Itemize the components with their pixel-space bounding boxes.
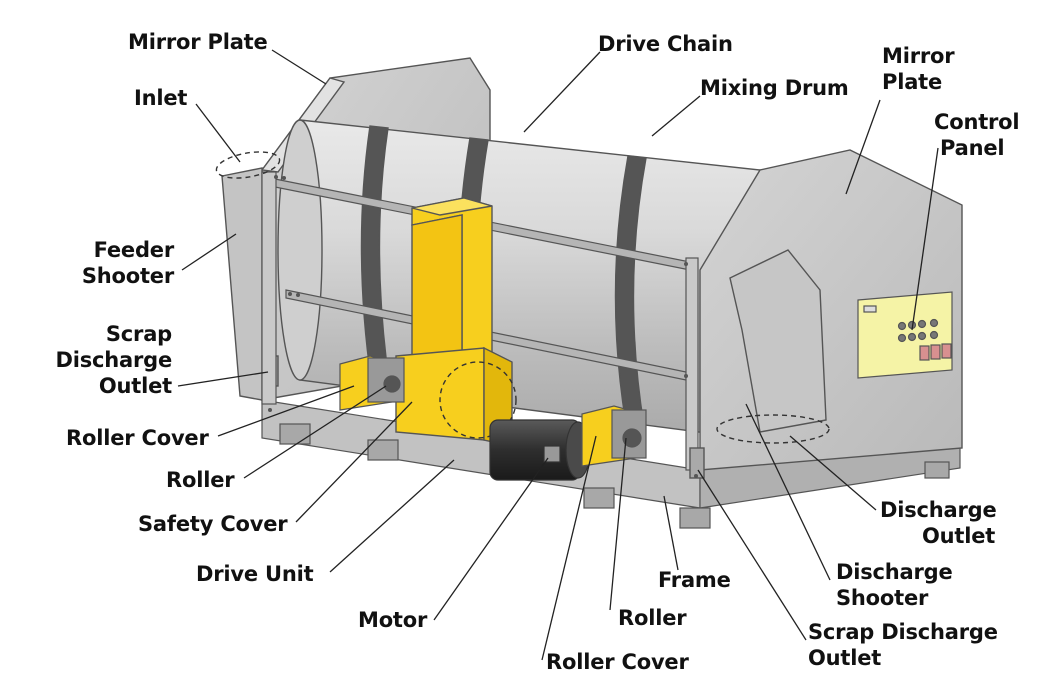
label-roller-cover-left: Roller Cover bbox=[66, 426, 209, 450]
motor bbox=[489, 419, 591, 481]
label-discharge-shooter-2: Shooter bbox=[836, 586, 929, 610]
label-control-panel-1: Control bbox=[934, 110, 1020, 134]
label-roller-cover-bottom: Roller Cover bbox=[546, 650, 689, 674]
label-motor: Motor bbox=[358, 608, 428, 632]
label-mirror-plate-left: Mirror Plate bbox=[128, 30, 268, 54]
label-mirror-plate-right-1: Mirror bbox=[882, 44, 955, 68]
label-feeder-shooter-1: Feeder bbox=[93, 238, 175, 262]
left-roller-assembly bbox=[339, 355, 405, 411]
label-mixing-drum: Mixing Drum bbox=[700, 76, 849, 100]
label-scrap-outlet-right-2: Outlet bbox=[808, 646, 882, 670]
bolts bbox=[268, 175, 698, 478]
label-roller-right: Roller bbox=[618, 606, 687, 630]
label-discharge-shooter-1: Discharge bbox=[836, 560, 953, 584]
label-roller-left: Roller bbox=[166, 468, 235, 492]
frame bbox=[261, 399, 961, 529]
label-scrap-outlet-left-1: Scrap bbox=[105, 322, 172, 346]
label-control-panel-2: Panel bbox=[940, 136, 1005, 160]
label-drive-chain: Drive Chain bbox=[598, 32, 733, 56]
label-scrap-outlet-left-2: Discharge bbox=[55, 348, 172, 372]
leader-lines bbox=[177, 49, 939, 661]
control-panel bbox=[857, 291, 953, 379]
label-scrap-outlet-left-3: Outlet bbox=[98, 374, 172, 398]
drive-unit bbox=[395, 197, 517, 447]
label-feeder-shooter-2: Shooter bbox=[81, 264, 174, 288]
label-inlet: Inlet bbox=[134, 86, 188, 110]
label-discharge-outlet-1: Discharge bbox=[880, 498, 997, 522]
label-discharge-outlet-2: Outlet bbox=[922, 524, 996, 548]
label-scrap-outlet-right-1: Scrap Discharge bbox=[808, 620, 998, 644]
label-safety-cover: Safety Cover bbox=[138, 512, 288, 536]
label-frame: Frame bbox=[658, 568, 731, 592]
inlet-marker bbox=[215, 151, 281, 179]
right-end-housing bbox=[689, 149, 963, 479]
label-drive-unit: Drive Unit bbox=[196, 562, 314, 586]
label-mirror-plate-right-2: Plate bbox=[882, 70, 943, 94]
right-roller-assembly bbox=[581, 405, 647, 467]
